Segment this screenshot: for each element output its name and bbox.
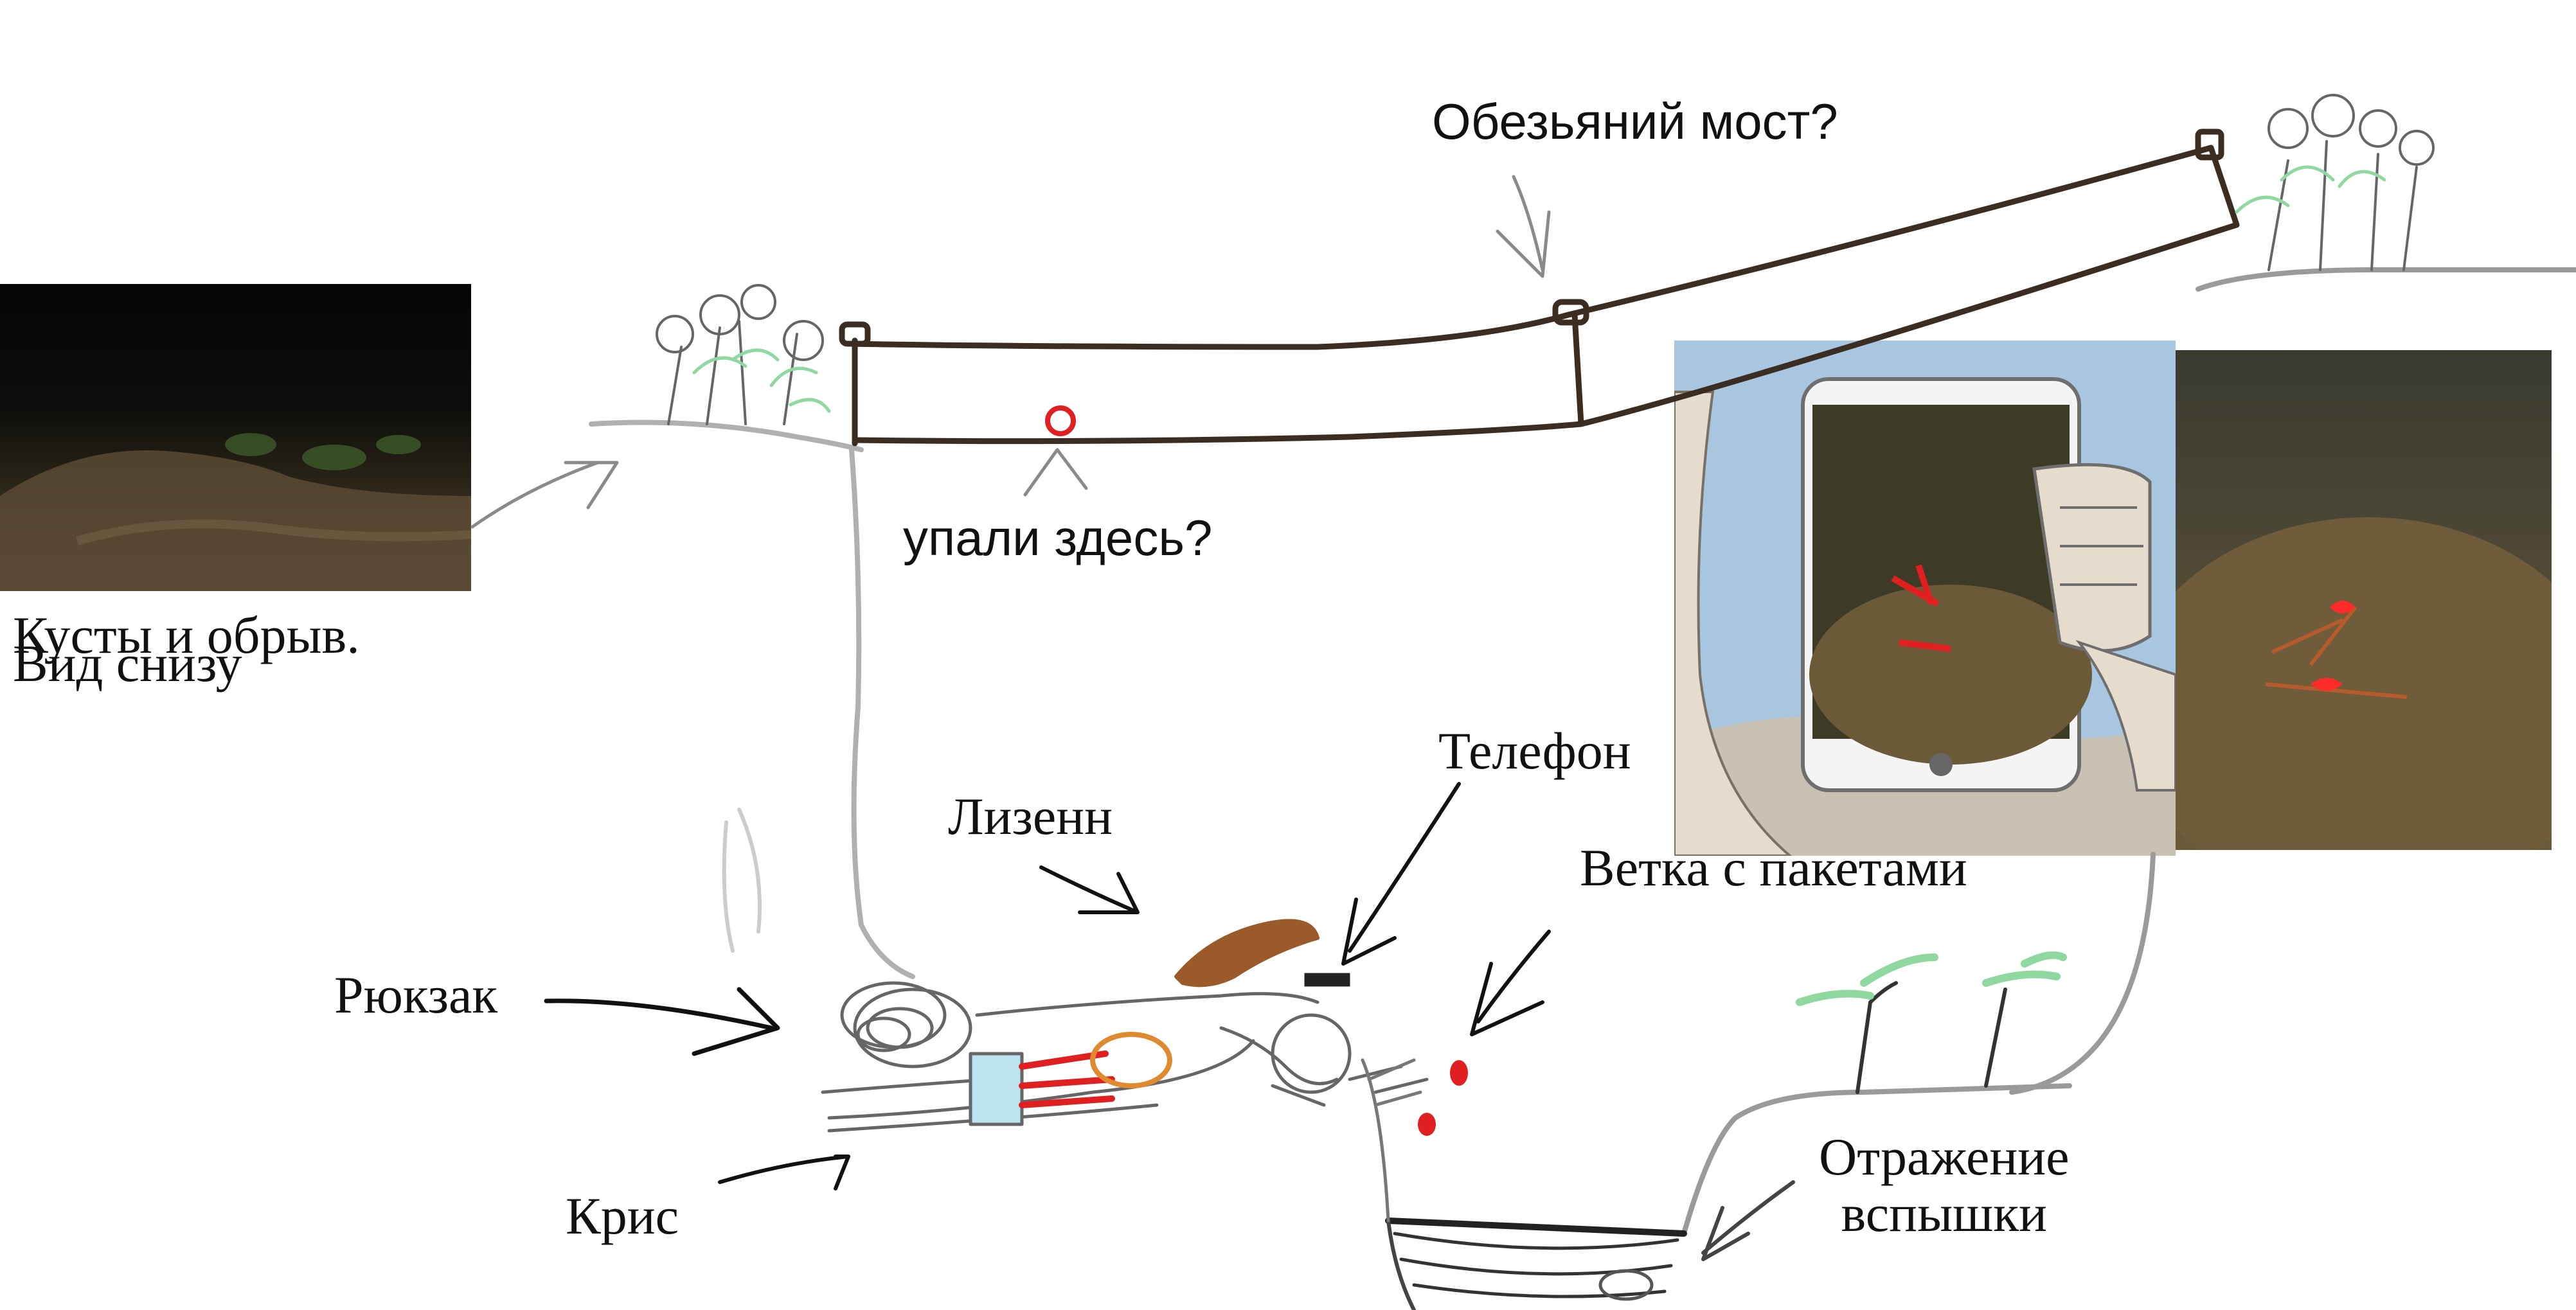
label-flash-reflection-line1: Отражение [1819, 1128, 2070, 1186]
arrow-branch [1470, 930, 1551, 1036]
arrow-backpack [544, 987, 780, 1056]
monkey-bridge [839, 128, 2240, 447]
label-flash-reflection: Отражение вспышки [1819, 1131, 2070, 1240]
label-monkey-bridge: Обезьяний мост? [1432, 93, 1838, 150]
arrow-fell-here [1023, 448, 1088, 497]
photo-bushes-cliff [0, 284, 471, 591]
photo-flash-reflection-detail [2176, 517, 2552, 850]
plant-sprouts [1796, 951, 2067, 1094]
label-bushes-cliff-line2: Вид снизу [13, 634, 242, 693]
lizenn-hair [1174, 919, 1319, 987]
figure-lizenn [975, 992, 1429, 1107]
arrow-phone [1341, 782, 1461, 966]
photo-phone-in-hand [1674, 341, 2176, 856]
riverbank-ground [1681, 1083, 2072, 1236]
photo-bushes-cliff-detail [0, 433, 471, 591]
cliff-left-face [849, 447, 915, 979]
fall-marker [1045, 405, 1076, 436]
label-phone: Телефон [1438, 721, 1631, 780]
phone-icon [1674, 341, 2176, 856]
branch-with-bags [1361, 1058, 1468, 1223]
bush-icon [656, 284, 831, 425]
label-fell-here: упали здесь? [903, 509, 1213, 566]
label-bushes-cliff: Кусты и обрыв. Вид снизу [13, 609, 360, 690]
arrow-to-bridge [1496, 175, 1551, 278]
arrow-kris [718, 1155, 850, 1191]
phone-icon [1304, 973, 1350, 987]
label-flash-reflection-line2: вспышки [1841, 1184, 2048, 1243]
label-kris: Крис [566, 1187, 679, 1245]
photo-flash-reflection [2176, 350, 2552, 850]
backpack-icon [840, 981, 947, 1052]
cliff-left-face-light [722, 808, 762, 953]
bush-icon [2235, 94, 2435, 271]
label-lizenn: Лизенн [948, 787, 1113, 845]
figure-kris [821, 987, 1255, 1133]
label-backpack: Рюкзак [334, 966, 498, 1024]
cliff-right-ground [2196, 267, 2576, 292]
water-pool [1385, 1217, 1687, 1310]
arrow-photo-to-cliff [470, 461, 619, 529]
label-branch: Ветка с пакетами [1580, 838, 1967, 897]
cliff-right-face [2009, 852, 2156, 1095]
label-bushes-cliff-line1: Кусты и обрыв. [13, 606, 360, 664]
arrow-lizenn [1039, 865, 1140, 914]
cliff-left-ground [589, 420, 864, 452]
arrow-flash-reflection [1701, 1180, 1795, 1261]
